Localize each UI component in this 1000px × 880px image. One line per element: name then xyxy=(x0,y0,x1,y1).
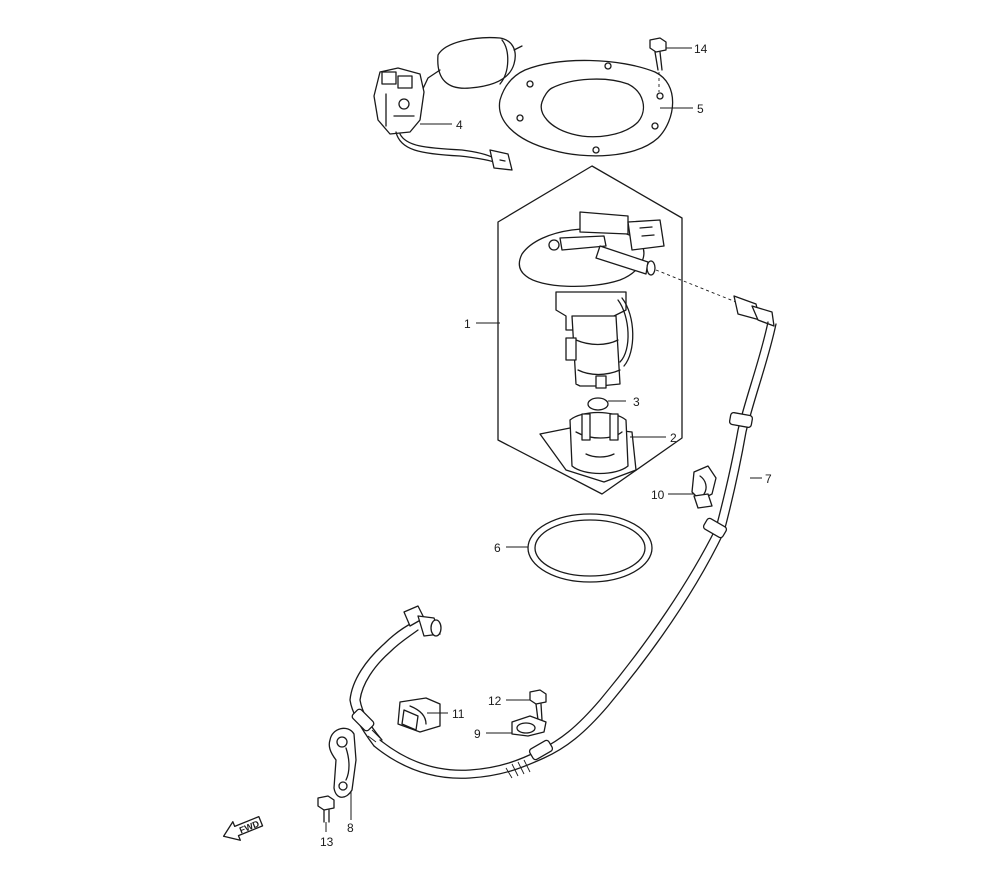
assembly-outline xyxy=(497,165,683,495)
pump-holder-filter xyxy=(539,411,637,483)
callout-6: 6 xyxy=(494,541,501,555)
fwd-arrow-icon: FWD xyxy=(222,815,264,841)
o-ring-3 xyxy=(587,397,609,411)
bracket-8 xyxy=(328,727,357,798)
callout-2: 2 xyxy=(670,431,677,445)
bolt-12 xyxy=(529,689,547,721)
callout-12: 12 xyxy=(488,694,502,708)
fuel-level-sender xyxy=(373,36,523,171)
callout-3: 3 xyxy=(633,395,640,409)
callout-10: 10 xyxy=(651,488,665,502)
seal-ring-6 xyxy=(527,513,653,583)
hose-clamp-9 xyxy=(511,715,547,737)
callout-7: 7 xyxy=(765,472,772,486)
pump-plate-gasket xyxy=(498,59,674,157)
bolt-14 xyxy=(649,37,667,92)
fuel-pump-assembly xyxy=(518,211,665,389)
leader-lines xyxy=(325,47,762,832)
hose-clip-10 xyxy=(691,465,717,509)
fwd-label: FWD xyxy=(238,818,261,835)
callout-9: 9 xyxy=(474,727,481,741)
fuel-hose-7 xyxy=(349,269,777,779)
callout-8: 8 xyxy=(347,821,354,835)
bolt-13 xyxy=(317,795,335,823)
callout-13: 13 xyxy=(320,835,334,849)
callout-4: 4 xyxy=(456,118,463,132)
callout-5: 5 xyxy=(697,102,704,116)
callout-14: 14 xyxy=(694,42,708,56)
callout-1: 1 xyxy=(464,317,471,331)
hose-clamp-11 xyxy=(397,697,441,733)
callout-11: 11 xyxy=(452,707,465,721)
